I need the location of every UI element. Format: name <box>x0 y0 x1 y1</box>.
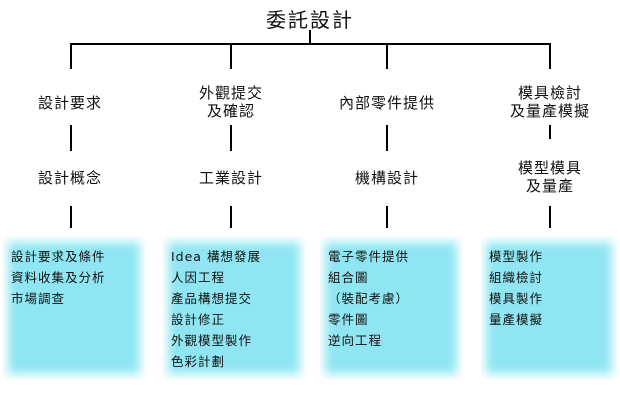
root-title: 委託設計 <box>266 8 354 32</box>
sub-line: 模型模具 <box>517 159 582 177</box>
detail-item: 零件圖 <box>328 312 369 327</box>
column-2-header: 外觀提交 及確認 <box>160 84 302 120</box>
column-4-sub: 模型模具 及量產 <box>480 159 620 195</box>
header-line: 及確認 <box>206 102 255 120</box>
detail-item: 電子零件提供 <box>328 249 410 264</box>
detail-item: 逆向工程 <box>328 333 383 348</box>
sub-line: 及量產 <box>525 177 574 195</box>
detail-item: 外觀模型製作 <box>171 333 253 348</box>
sub-line: 機構設計 <box>354 169 419 187</box>
header-line: 設計要求 <box>37 94 102 112</box>
column-2-detail-box: Idea 構想發展 人因工程 產品構想提交 設計修正 外觀模型製作 色彩計劃 <box>163 237 305 379</box>
column-1-sub: 設計概念 <box>0 169 140 187</box>
header-line: 外觀提交 <box>198 84 263 102</box>
detail-item: 產品構想提交 <box>171 291 253 306</box>
mid-connector-3 <box>386 125 388 151</box>
column-3-detail-box: 電子零件提供 組合圖 （裝配考慮） 零件圖 逆向工程 <box>320 237 462 379</box>
header-line: 模具檢討 <box>517 84 582 102</box>
mid-connector-2 <box>230 125 232 151</box>
detail-item: 設計要求及條件 <box>11 249 106 264</box>
drop-3 <box>386 43 388 69</box>
detail-item: 設計修正 <box>171 312 226 327</box>
column-3-header: 內部零件提供 <box>312 94 462 112</box>
detail-item: 量產模擬 <box>489 312 544 327</box>
column-1-detail-box: 設計要求及條件 資料收集及分析 市場調查 <box>3 237 145 379</box>
drop-1 <box>70 43 72 69</box>
box-connector-3 <box>386 206 388 228</box>
mid-connector-1 <box>70 125 72 151</box>
column-1-header: 設計要求 <box>0 94 140 112</box>
box-connector-4 <box>549 206 551 228</box>
header-line: 及量產模擬 <box>509 102 590 120</box>
sub-line: 工業設計 <box>198 169 263 187</box>
column-3-sub: 機構設計 <box>312 169 462 187</box>
column-4-detail-box: 模型製作 組織檢討 模具製作 量產模擬 <box>481 237 617 379</box>
box-connector-2 <box>230 206 232 228</box>
branch-horizontal <box>70 43 551 45</box>
box-connector-1 <box>70 206 72 228</box>
column-4-header: 模具檢討 及量產模擬 <box>480 84 620 120</box>
header-line: 內部零件提供 <box>338 94 435 112</box>
detail-item: Idea 構想發展 <box>171 249 261 264</box>
drop-4 <box>549 43 551 69</box>
drop-2 <box>230 43 232 69</box>
detail-item: 資料收集及分析 <box>11 270 106 285</box>
detail-item: 模具製作 <box>489 291 544 306</box>
detail-item: 人因工程 <box>171 270 226 285</box>
detail-item: 市場調查 <box>11 291 66 306</box>
detail-item: （裝配考慮） <box>328 291 410 306</box>
detail-item: 模型製作 <box>489 249 544 264</box>
sub-line: 設計概念 <box>37 169 102 187</box>
detail-item: 組合圖 <box>328 270 369 285</box>
column-2-sub: 工業設計 <box>160 169 302 187</box>
mid-connector-4 <box>549 125 551 139</box>
detail-item: 組織檢討 <box>489 270 544 285</box>
root-connector <box>309 30 311 44</box>
detail-item: 色彩計劃 <box>171 354 226 369</box>
